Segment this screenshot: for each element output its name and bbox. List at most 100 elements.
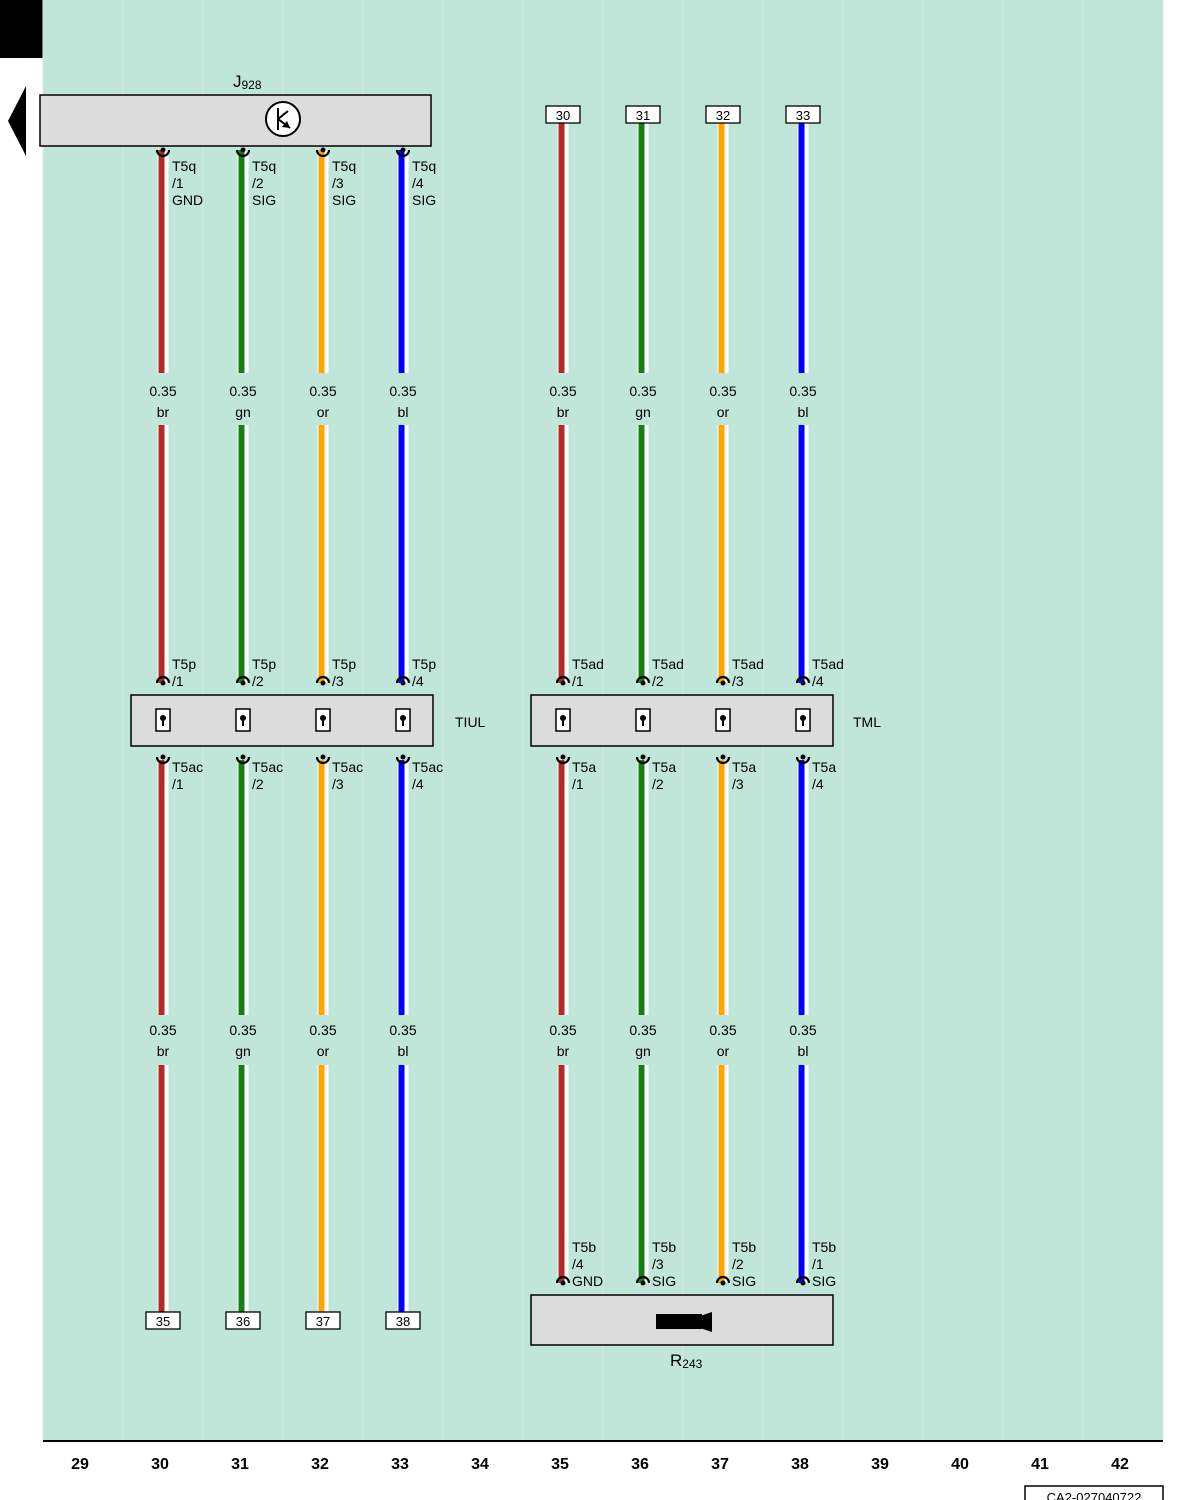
tml-upper-plug-pin xyxy=(640,680,646,686)
r243-plug-pin xyxy=(560,1280,566,1286)
wire-or-right-seg3[interactable] xyxy=(717,760,729,1015)
top-reference-box[interactable]: 31 xyxy=(625,105,661,124)
wire-or-left-seg3[interactable] xyxy=(317,760,329,1015)
wire-gauge-label: 0.35 xyxy=(309,383,336,399)
wire-layer xyxy=(155,123,811,1312)
connector-pin-icon xyxy=(555,708,571,732)
j928-plug-pin xyxy=(320,147,326,153)
wire-br-left-seg1[interactable] xyxy=(157,150,169,373)
wire-or-right-seg2[interactable] xyxy=(717,425,729,683)
tml-lower-pin-label: /3 xyxy=(732,776,744,792)
wire-br-left-seg4[interactable] xyxy=(157,1065,169,1312)
tiul-upper-plug-pin xyxy=(400,680,406,686)
wire-gauge-label: 0.35 xyxy=(149,1022,176,1038)
column-number: 31 xyxy=(231,1456,249,1473)
column-number: 40 xyxy=(951,1456,969,1473)
bottom-reference-box[interactable]: 35 xyxy=(145,1311,181,1330)
tiul-lower-pin-label: /4 xyxy=(412,776,424,792)
wire-or-left-seg1[interactable] xyxy=(317,150,329,373)
bottom-reference-box[interactable]: 37 xyxy=(305,1311,341,1330)
wire-or-right-seg1[interactable] xyxy=(717,123,729,373)
tml-upper-pin-label: /4 xyxy=(812,673,824,689)
r243-function-label: GND xyxy=(572,1273,603,1289)
tml-lower-pin-label: /4 xyxy=(812,776,824,792)
tml-upper-plug xyxy=(555,675,571,684)
wire-br-right-seg2[interactable] xyxy=(557,425,569,683)
top-reference-box[interactable]: 32 xyxy=(705,105,741,124)
wire-gn-left-seg1[interactable] xyxy=(237,150,249,373)
wire-br-right-seg3[interactable] xyxy=(557,760,569,1015)
tml-lower-connector-label: T5a xyxy=(572,759,596,775)
wire-gn-left-seg3[interactable] xyxy=(237,760,249,1015)
tml-lower-plug-pin xyxy=(800,754,806,760)
top-reference-box[interactable]: 30 xyxy=(545,105,581,124)
top-reference-box-text: 33 xyxy=(796,108,810,123)
top-reference-box[interactable]: 33 xyxy=(785,105,821,124)
tml-label: TML xyxy=(853,714,881,730)
wire-bl-right-seg1[interactable] xyxy=(797,123,809,373)
wire-bl-left-seg2[interactable] xyxy=(397,425,409,683)
wire-color-label: bl xyxy=(798,404,809,420)
j928-plug-pin xyxy=(240,147,246,153)
connector-pin-icon xyxy=(315,708,331,732)
wire-bl-left-seg3[interactable] xyxy=(397,760,409,1015)
wire-br-right-seg1[interactable] xyxy=(557,123,569,373)
tml-housing xyxy=(530,694,834,747)
bottom-reference-box-text: 37 xyxy=(316,1314,330,1329)
j928-pin-label: /2 xyxy=(252,175,264,191)
wire-bl-right-seg2[interactable] xyxy=(797,425,809,683)
wire-or-right-seg4[interactable] xyxy=(717,1065,729,1283)
bottom-reference-box[interactable]: 36 xyxy=(225,1311,261,1330)
wire-bl-right-seg3[interactable] xyxy=(797,760,809,1015)
top-reference-box-text: 31 xyxy=(636,108,650,123)
r243-plug-pin xyxy=(640,1280,646,1286)
prev-page-arrow-icon[interactable] xyxy=(8,86,26,156)
r243-plug xyxy=(795,1275,811,1284)
wire-or-left-seg2[interactable] xyxy=(317,425,329,683)
r243-function-label: SIG xyxy=(812,1273,836,1289)
r243-component[interactable]: R243 xyxy=(530,1294,834,1371)
tml-upper-plug xyxy=(795,675,811,684)
connector-pin-icon xyxy=(235,708,251,732)
wire-br-right-seg4[interactable] xyxy=(557,1065,569,1283)
wire-bl-left-seg1[interactable] xyxy=(397,150,409,373)
tml-upper-plug xyxy=(635,675,651,684)
wire-br-left-seg2[interactable] xyxy=(157,425,169,683)
wire-color-label: bl xyxy=(398,1043,409,1059)
column-number: 39 xyxy=(871,1456,889,1473)
r243-pin-label: /1 xyxy=(812,1256,824,1272)
r243-plug-pin xyxy=(800,1280,806,1286)
wire-gauge-label: 0.35 xyxy=(629,383,656,399)
wire-gn-right-seg4[interactable] xyxy=(637,1065,649,1283)
wire-br-left-seg3[interactable] xyxy=(157,760,169,1015)
wire-gn-right-seg1[interactable] xyxy=(637,123,649,373)
wire-bl-left-seg4[interactable] xyxy=(397,1065,409,1312)
connector-pin-icon xyxy=(635,708,651,732)
wire-color-label: gn xyxy=(635,1043,651,1059)
tiul-upper-plug-pin xyxy=(160,680,166,686)
tml-lower-plug xyxy=(715,756,731,765)
tml-upper-pin-label: /1 xyxy=(572,673,584,689)
column-number: 34 xyxy=(471,1456,489,1473)
tiul-upper-plug-pin xyxy=(320,680,326,686)
bottom-reference-box[interactable]: 38 xyxy=(385,1311,421,1330)
wire-gn-left-seg2[interactable] xyxy=(237,425,249,683)
tml-lower-plug xyxy=(635,756,651,765)
j928-pin-label: /3 xyxy=(332,175,344,191)
wire-gn-right-seg3[interactable] xyxy=(637,760,649,1015)
wire-bl-right-seg4[interactable] xyxy=(797,1065,809,1283)
j928-component[interactable]: J928 xyxy=(39,72,432,147)
tiul-connector-block[interactable]: TIUL xyxy=(130,694,486,747)
wire-gn-left-seg4[interactable] xyxy=(237,1065,249,1312)
tml-connector-block[interactable]: TML xyxy=(530,694,881,747)
tml-lower-plug xyxy=(555,756,571,765)
tml-upper-plug-pin xyxy=(720,680,726,686)
j928-plug xyxy=(235,149,251,158)
j928-function-label: GND xyxy=(172,192,203,208)
r243-plug xyxy=(715,1275,731,1284)
r243-pin-label: /3 xyxy=(652,1256,664,1272)
wire-gn-right-seg2[interactable] xyxy=(637,425,649,683)
wire-or-left-seg4[interactable] xyxy=(317,1065,329,1312)
column-number: 30 xyxy=(151,1456,169,1473)
